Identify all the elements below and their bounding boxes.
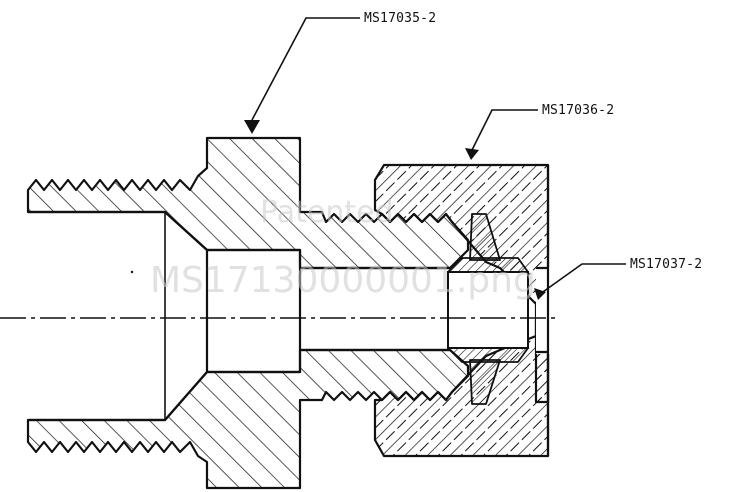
sleeve-upper bbox=[447, 213, 529, 273]
sleeve-lower bbox=[447, 347, 529, 405]
callout-nut: MS17036-2 bbox=[465, 103, 614, 160]
stray-dot bbox=[130, 270, 134, 274]
callout-label-sleeve: MS17037-2 bbox=[630, 257, 702, 272]
callout-sleeve: MS17037-2 bbox=[534, 257, 702, 300]
callout-top-fitting: MS17035-2 bbox=[244, 11, 436, 134]
callout-label-top-fitting: MS17035-2 bbox=[364, 11, 436, 26]
watermark-line-2: MS17130000001.png bbox=[150, 260, 536, 301]
sleeve-body bbox=[447, 271, 529, 349]
body-bore-outline bbox=[28, 210, 450, 422]
watermark-line-1: Patented bbox=[260, 195, 394, 230]
watermark: Patented MS17130000001.png bbox=[150, 195, 536, 301]
callout-label-nut: MS17036-2 bbox=[542, 103, 614, 118]
